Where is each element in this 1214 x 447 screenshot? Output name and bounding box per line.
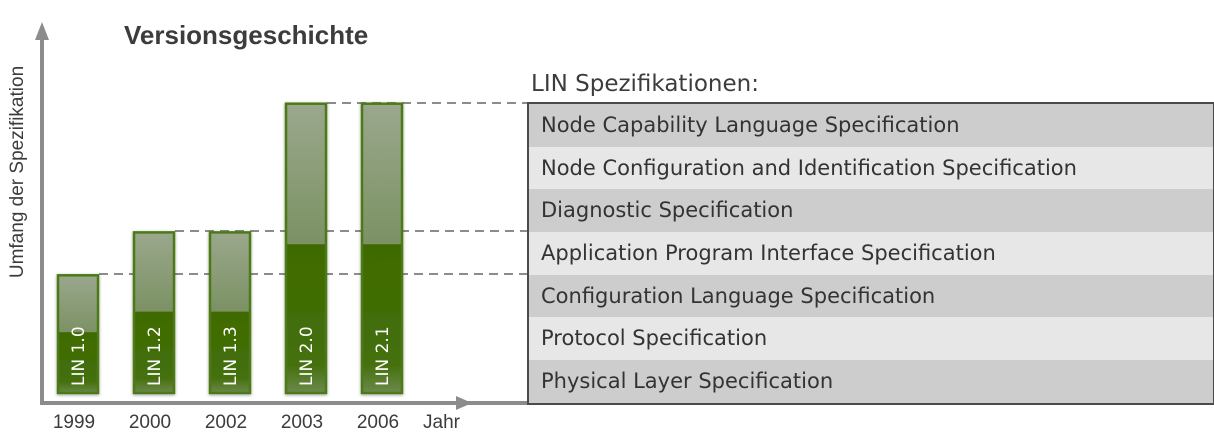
bar-lower xyxy=(285,244,327,394)
bars: LIN 1.0 LIN 1.2 LIN 1.3 LIN 2.0 LIN 2.1 xyxy=(56,102,404,395)
bar: LIN 1.2 xyxy=(132,231,176,395)
bar-label: LIN 2.0 xyxy=(297,326,317,386)
spec-table: Node Capability Language Specification N… xyxy=(527,102,1214,405)
spec-table-title: LIN Spezifikationen: xyxy=(531,71,759,97)
bar-lower xyxy=(209,311,251,394)
bar: LIN 1.0 xyxy=(56,274,100,395)
spec-row: Node Configuration and Identification Sp… xyxy=(529,146,1213,190)
x-tick-label: 2006 xyxy=(356,412,400,433)
bar-border xyxy=(132,231,176,395)
x-axis-label: Jahr xyxy=(423,412,460,433)
bar-border xyxy=(284,102,328,395)
bar-border xyxy=(208,231,252,395)
bar-lower xyxy=(133,311,175,394)
axes xyxy=(35,22,527,410)
bar: LIN 2.1 xyxy=(360,102,404,395)
x-tick-label: 2002 xyxy=(204,412,248,433)
chart-title: Versionsgeschichte xyxy=(124,20,369,50)
bar-border xyxy=(360,102,404,395)
bar-label: LIN 1.3 xyxy=(221,326,241,386)
x-axis-arrow-icon xyxy=(456,396,472,410)
bar-lower xyxy=(57,332,99,394)
x-tick-label: 2003 xyxy=(280,412,324,433)
spec-row: Physical Layer Specification xyxy=(529,360,1213,403)
spec-row: Configuration Language Specification xyxy=(529,274,1213,318)
bar-label: LIN 2.1 xyxy=(373,326,393,386)
bar-border xyxy=(56,274,100,395)
spec-row: Application Program Interface Specificat… xyxy=(529,232,1213,275)
y-axis-label: Umfang der Spezifikation xyxy=(7,65,28,279)
x-tick-label: 1999 xyxy=(52,412,96,433)
bar-label: LIN 1.0 xyxy=(69,326,89,386)
y-axis-arrow-icon xyxy=(35,22,49,40)
bar: LIN 1.3 xyxy=(208,231,252,395)
bar: LIN 2.0 xyxy=(284,102,328,395)
spec-row: Node Capability Language Specification xyxy=(529,104,1213,147)
x-tick-label: 2000 xyxy=(128,412,172,433)
bar-label: LIN 1.2 xyxy=(145,326,165,386)
spec-row: Diagnostic Specification xyxy=(529,189,1213,233)
bar-lower xyxy=(361,244,403,394)
spec-row: Protocol Specification xyxy=(529,317,1213,361)
